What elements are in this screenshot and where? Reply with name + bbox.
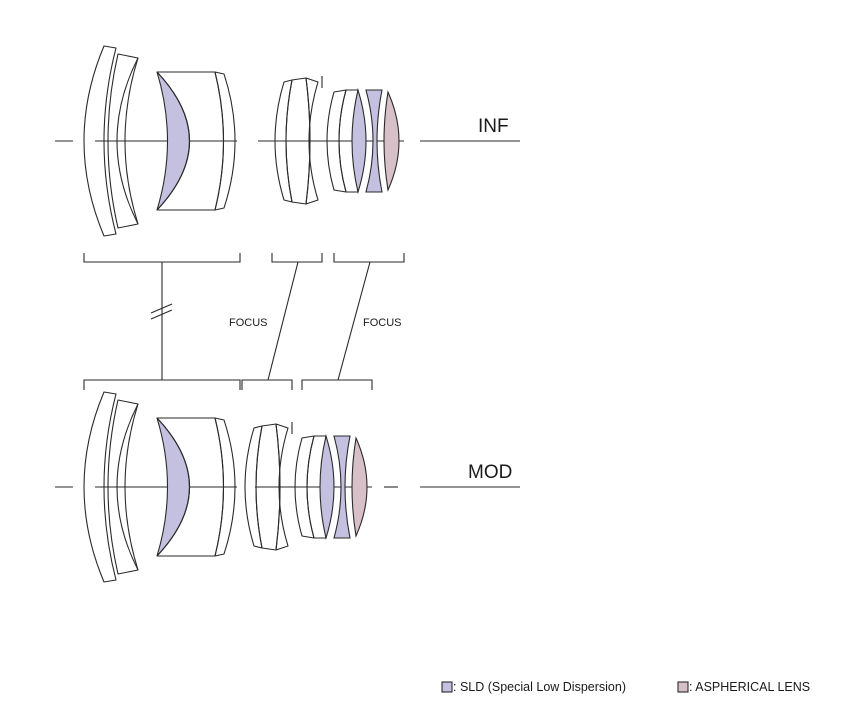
- inf-g3-sld-element-1: [351, 87, 367, 195]
- legend-sld-label: : SLD (Special Low Dispersion): [453, 680, 626, 694]
- inf-g3-aspherical-element: [383, 90, 400, 192]
- legend-sld-swatch: [441, 681, 453, 693]
- mod-g3-aspherical-element: [351, 436, 368, 538]
- focus-line-g2: [267, 261, 299, 381]
- bracket-top-g1: [83, 253, 241, 263]
- legend: : SLD (Special Low Dispersion) : ASPHERI…: [441, 680, 810, 694]
- break-mark-1: [150, 303, 173, 314]
- mod-g3-sld-element-1: [319, 433, 335, 541]
- focus-label-left: FOCUS: [229, 317, 268, 329]
- mod-configuration: [55, 391, 520, 583]
- mod-g1-rear-element: [214, 417, 236, 557]
- break-mark-2: [150, 309, 173, 320]
- mod-g1-meniscus-outer: [83, 391, 117, 583]
- inf-g1-meniscus-outer: [83, 45, 117, 237]
- mod-label: MOD: [468, 462, 512, 483]
- focus-label-right: FOCUS: [363, 317, 402, 329]
- bracket-bottom-g3: [301, 379, 373, 390]
- mod-g3-sld-element-2: [333, 435, 351, 539]
- bracket-bottom-g1: [83, 379, 241, 390]
- bracket-top-g3: [333, 253, 405, 263]
- inf-g1-inner-curve: [124, 57, 139, 225]
- legend-aspherical-label: : ASPHERICAL LENS: [689, 680, 810, 694]
- inf-g2-element-3: [305, 77, 319, 205]
- inf-label: INF: [478, 116, 509, 137]
- inf-g1-rear-element: [214, 71, 236, 211]
- mod-g2-element-3: [275, 423, 289, 551]
- focus-line-g3: [337, 261, 371, 381]
- bracket-top-g2: [271, 253, 323, 263]
- legend-aspherical-swatch: [677, 681, 689, 693]
- inf-g3-sld-element-2: [365, 89, 383, 193]
- mod-g1-inner-curve: [124, 403, 139, 571]
- bracket-bottom-g2: [241, 379, 293, 390]
- group-brackets: [83, 253, 405, 390]
- inf-configuration: [55, 45, 520, 237]
